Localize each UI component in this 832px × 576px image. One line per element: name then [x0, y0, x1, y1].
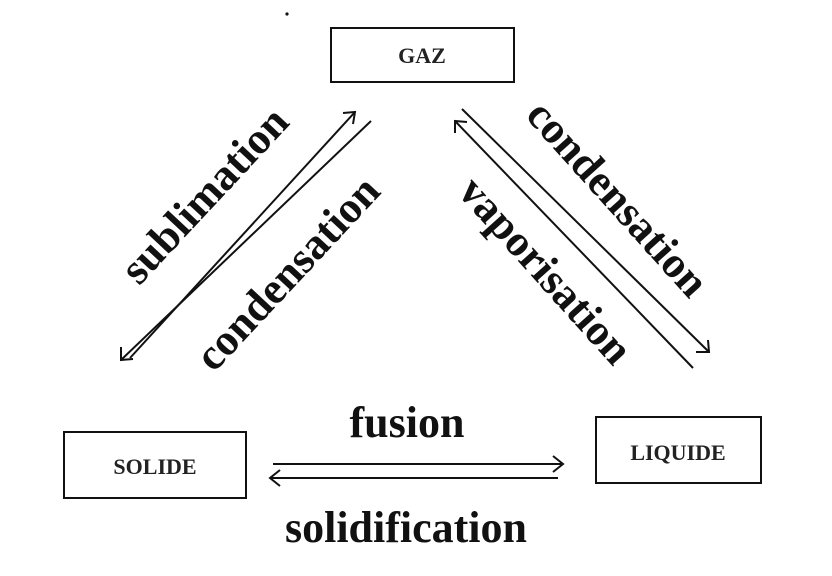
solidification-label: solidification [285, 503, 527, 552]
liquid-label: LIQUIDE [630, 440, 725, 465]
solid-to-gas-arrow [129, 110, 357, 359]
solid-label: SOLIDE [113, 454, 196, 479]
gas-state-box: GAZ [330, 27, 515, 83]
gas-to-liquid-arrow [461, 108, 711, 353]
gas-label: GAZ [398, 43, 446, 68]
melting-label: fusion [350, 398, 465, 447]
solid-to-liquid-arrow [273, 455, 565, 473]
liquid-state-box: LIQUIDE [595, 416, 762, 484]
stray-dot [285, 12, 289, 16]
gas-to-solid-arrow [120, 120, 372, 362]
liquid-to-solid-arrow [268, 469, 558, 487]
solid-state-box: SOLIDE [63, 431, 247, 499]
liquid-to-gas-arrow [454, 119, 694, 369]
